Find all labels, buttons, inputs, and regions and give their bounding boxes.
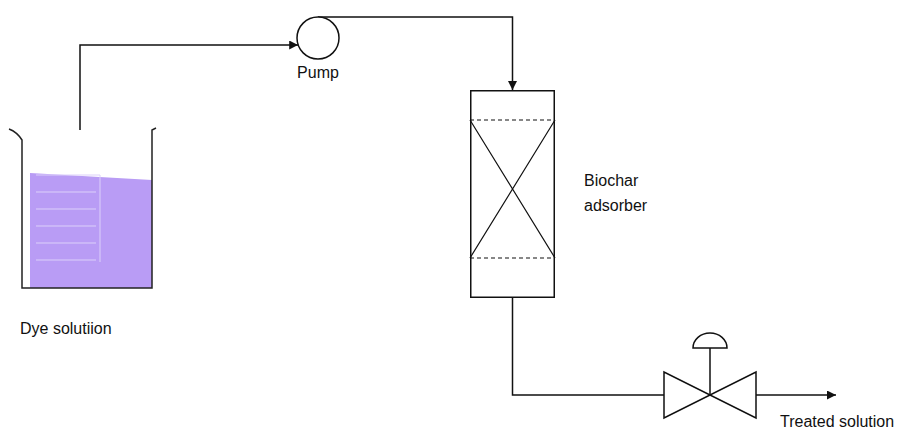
beaker-shape bbox=[8, 128, 158, 293]
node-label: Dye solutiion bbox=[20, 316, 180, 341]
flow-line bbox=[80, 45, 298, 130]
valve-shape bbox=[662, 328, 758, 420]
pump-shape bbox=[296, 16, 340, 60]
adsorber-column: Biochar adsorber bbox=[470, 90, 555, 298]
node-label: Biochar adsorber bbox=[584, 168, 674, 218]
flow-line bbox=[513, 298, 665, 395]
pump-symbol: Pump bbox=[296, 16, 340, 60]
adsorber-shape bbox=[470, 90, 555, 298]
control-valve: Treated solution bbox=[662, 328, 758, 420]
node-label: Treated solution bbox=[780, 409, 919, 433]
node-label: Pump bbox=[266, 60, 370, 85]
flow-line bbox=[318, 17, 513, 90]
outlet-arrow bbox=[756, 394, 836, 396]
beaker-tank: Dye solutiion bbox=[8, 128, 158, 293]
